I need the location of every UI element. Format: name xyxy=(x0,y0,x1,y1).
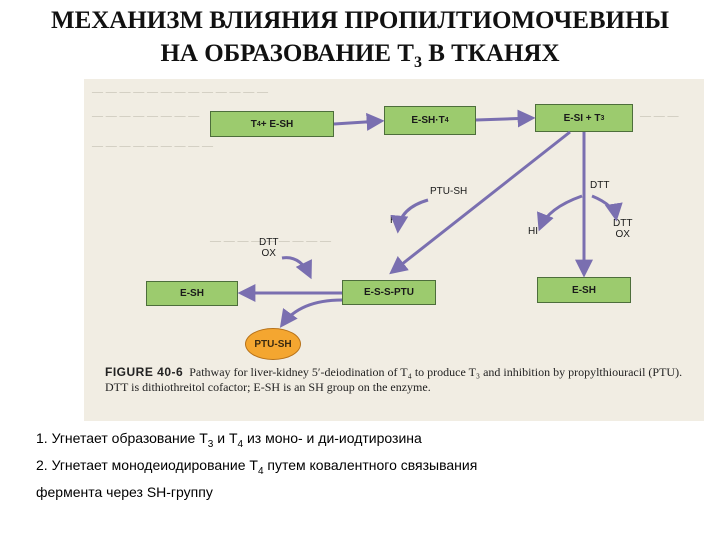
title-line-2-pre: НА ОБРАЗОВАНИЕ Т xyxy=(160,40,414,67)
note-1-sub-1: 3 xyxy=(207,438,214,450)
note-2-a: 2. Угнетает монодеиодирование Т xyxy=(36,456,258,473)
arrow-hi-curve-center xyxy=(390,198,429,234)
scan-artifact: — — — — — — — — — xyxy=(210,235,331,247)
box-esi-t3-sub: 3 xyxy=(600,114,605,122)
label-dtt-ox-left-1: DTT xyxy=(259,237,279,248)
label-ptu-sh: PTU-SH xyxy=(430,186,468,197)
box-e-s-s-ptu: E-S-S-PTU xyxy=(342,280,436,305)
scan-artifact: — — — — — — — — — — — — — xyxy=(92,86,268,98)
figure-caption: FIGURE 40-6 Pathway for liver-kidney 5′-… xyxy=(105,365,695,395)
label-hi-right: HI xyxy=(528,226,538,237)
arrow-to-oval xyxy=(279,298,343,328)
box-t4-esh-sub: 4 xyxy=(256,120,261,128)
arrow-dtt-curve-left xyxy=(281,256,312,280)
box-esh-t4-pre: E-SH·T xyxy=(411,115,445,126)
box-esh-right: E-SH xyxy=(537,277,631,303)
slide-title: МЕХАНИЗМ ВЛИЯНИЯ ПРОПИЛТИОМОЧЕВИНЫ НА ОБ… xyxy=(0,4,720,79)
scan-artifact: — — — — — — — — xyxy=(92,110,200,122)
box-t4-esh-pre: T xyxy=(250,118,257,130)
arrow-t4-to-esht4 xyxy=(333,112,385,131)
figure-background xyxy=(84,79,704,421)
box-esh-t4-sub: 4 xyxy=(444,117,449,124)
note-1-a: 1. Угнетает образование Т xyxy=(36,430,208,446)
scan-artifact: — — — xyxy=(640,110,679,122)
box-t4-esh-post: + E-SH xyxy=(260,118,294,130)
oval-ptu-sh: PTU-SH xyxy=(245,328,301,360)
title-line-1: МЕХАНИЗМ ВЛИЯНИЯ ПРОПИЛТИОМОЧЕВИНЫ xyxy=(50,7,670,34)
label-dtt-ox-left-2: OX xyxy=(261,248,276,259)
figure-caption-label: FIGURE 40-6 xyxy=(105,365,184,379)
note-1: 1. Угнетает образование Т3 и Т4 из моно-… xyxy=(36,428,696,455)
note-1-b: и Т xyxy=(213,430,238,446)
title-line-2-post: В ТКАНЯХ xyxy=(421,40,560,67)
arrow-diagonal-to-essptu xyxy=(389,130,571,275)
note-1-c: из моно- и ди-иодтирозина xyxy=(243,430,422,446)
label-dtt-ox-right: DTT OX xyxy=(613,218,632,240)
label-dtt-ox-right-2: OX xyxy=(615,229,630,240)
arrow-dtt-curve-right xyxy=(591,194,623,222)
box-esi-t3-pre: E-SI + T xyxy=(563,112,601,124)
note-2-sub: 4 xyxy=(257,465,264,477)
note-2: 2. Угнетает монодеиодирование Т4 путем к… xyxy=(36,455,696,482)
note-2-b: путем ковалентного связывания xyxy=(263,456,478,473)
arrow-hi-curve-right xyxy=(537,194,583,232)
note-2-cont: фермента через SH-группу xyxy=(36,483,213,500)
note-1-sub-2: 4 xyxy=(237,438,244,450)
scan-artifact: — — — — — — — — — xyxy=(92,140,213,152)
arrow-esht4-to-esi xyxy=(475,109,536,128)
label-dtt-right: DTT xyxy=(590,180,610,191)
box-esh-left: E-SH xyxy=(146,281,238,306)
label-dtt-ox-left: DTT OX xyxy=(259,237,278,259)
title-line-2: НА ОБРАЗОВАНИЕ Т3 В ТКАНЯХ xyxy=(0,37,720,79)
slide-notes: 1. Угнетает образование Т3 и Т4 из моно-… xyxy=(36,428,696,502)
figure-caption-text: Pathway for liver-kidney 5′-deiodination… xyxy=(105,365,683,394)
label-dtt-ox-right-1: DTT xyxy=(613,218,633,229)
title-line-2-sub: 3 xyxy=(413,54,422,71)
